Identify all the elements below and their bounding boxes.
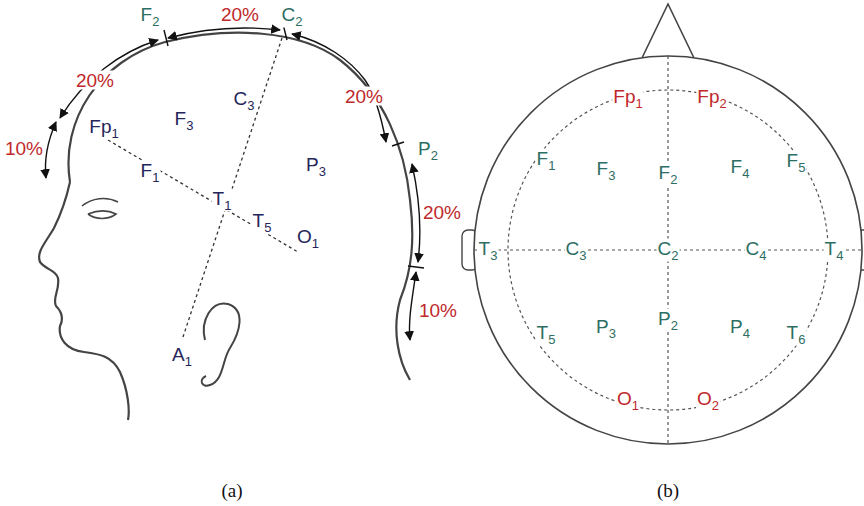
- electrode-label: C2: [657, 239, 680, 262]
- electrode-label: O1: [616, 389, 640, 412]
- electrode-label: T5: [536, 323, 557, 346]
- electrode-label: Fp1: [88, 117, 119, 140]
- electrode-label: P2: [657, 309, 679, 332]
- electrode-label: F5: [786, 151, 807, 174]
- electrode-label: Fp1: [612, 87, 643, 110]
- electrode-label: P3: [305, 155, 327, 178]
- electrode-label: C2: [281, 5, 304, 28]
- electrode-label: T4: [824, 239, 845, 262]
- electrode-label: F4: [730, 157, 751, 180]
- electrode-label: F1: [536, 149, 557, 172]
- distance-percent: 10%: [418, 301, 458, 320]
- electrode-label: T3: [478, 239, 499, 262]
- electrode-label: F3: [174, 109, 195, 132]
- electrode-label: F2: [658, 163, 679, 186]
- electrode-label: A1: [171, 345, 193, 368]
- panel-caption: (a): [220, 481, 243, 500]
- electrode-label: C4: [745, 239, 768, 262]
- panel-caption: (b): [656, 481, 680, 500]
- electrode-label: C3: [565, 239, 588, 262]
- electrode-label: O2: [696, 389, 720, 412]
- distance-percent: 20%: [422, 203, 462, 222]
- electrode-label: F3: [596, 159, 617, 182]
- distance-percent: 20%: [344, 87, 384, 106]
- top-view-head: [462, 4, 864, 444]
- electrode-label: C3: [233, 89, 256, 112]
- electrode-label: T1: [212, 189, 233, 212]
- electrode-label: T6: [786, 323, 807, 346]
- electrode-label: O1: [296, 227, 320, 250]
- distance-percent: 20%: [220, 5, 260, 24]
- head-profile: [39, 33, 412, 420]
- distance-percent: 10%: [4, 139, 44, 158]
- distance-percent: 20%: [75, 71, 115, 90]
- electrode-label: Fp2: [696, 87, 727, 110]
- electrode-label: F2: [140, 5, 161, 28]
- electrode-label: F1: [140, 161, 161, 184]
- electrode-label: P3: [595, 317, 617, 340]
- electrode-label: P2: [417, 139, 439, 162]
- electrode-label: T5: [252, 211, 273, 234]
- electrode-label: P4: [729, 317, 751, 340]
